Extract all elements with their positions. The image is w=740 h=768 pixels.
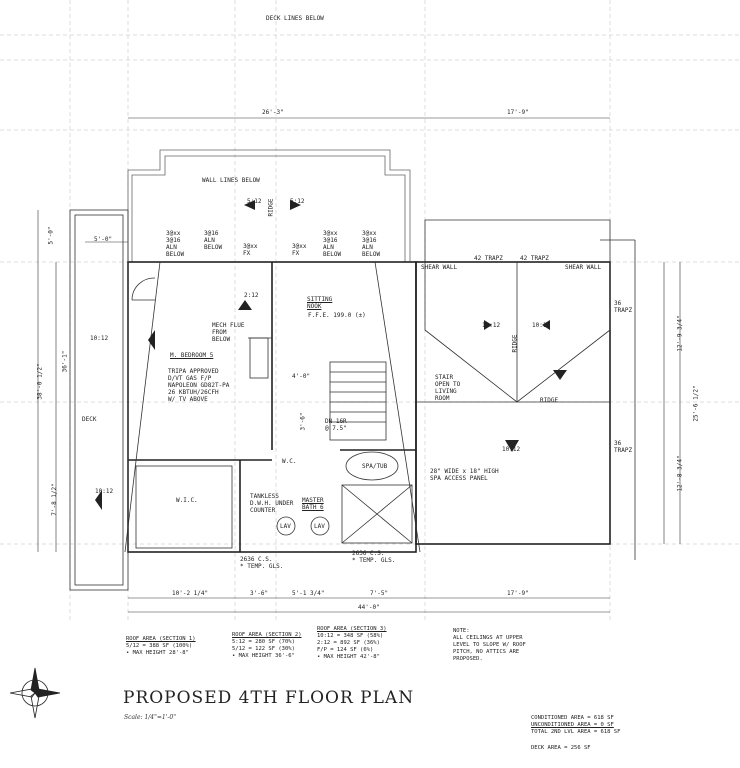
fixture-label-f: 3@xx 3@16 ALN BELOW — [362, 230, 381, 258]
ridge-label-mid: RIDGE — [511, 334, 519, 353]
wall-lines-below-label: WALL LINES BELOW — [202, 177, 260, 184]
total-area: TOTAL 2ND LVL AREA = 618 SF — [531, 729, 621, 735]
mech-flue-label: MECH FLUE FROM BELOW — [212, 322, 245, 343]
master-bedroom-label: M. BEDROOM 5 — [170, 352, 214, 359]
dim-deck-width: 5'-0" — [94, 236, 113, 243]
north-arrow-compass — [9, 667, 61, 719]
dim-right-b: 25'-6 1/2" — [692, 385, 700, 422]
note-line: LEVEL TO SLOPE W/ ROOF — [453, 642, 526, 648]
area-summary: CONDITIONED AREA = 618 SF UNCONDITIONED … — [531, 715, 620, 752]
dim-4-0: 4'-0" — [292, 373, 311, 380]
roof-area-heading: ROOF AREA (SECTION 1) — [126, 636, 196, 642]
dim-bottom-total: 44'-0" — [358, 604, 380, 611]
window-label-a: 2636 C.S. * TEMP. GLS. — [240, 556, 284, 570]
dim-left-a: 5'-0" — [47, 226, 55, 245]
slope-label-d: 10:12 — [90, 335, 109, 342]
side-trapz-label-b: 36 TRAPZ — [614, 440, 633, 454]
slope-arrows — [95, 200, 567, 510]
note-line: PROPOSED. — [453, 656, 483, 662]
drawing-scale: Scale: 1/4"=1'-0" — [124, 714, 176, 721]
interior-details — [69, 209, 636, 591]
deck-lines-below-label: DECK LINES BELOW — [266, 15, 324, 22]
roof-area-line: • MAX HEIGHT 28'-8" — [126, 650, 189, 656]
fixture-label-b: 3@16 ALN BELOW — [204, 230, 223, 251]
shear-wall-label-b: SHEAR WALL — [565, 264, 602, 271]
dim-right-c: 12'-8 3/4" — [676, 455, 684, 492]
conditioned-area: CONDITIONED AREA = 618 SF — [531, 715, 614, 721]
roof-area-section-2: ROOF AREA (SECTION 2) 5:12 = 280 SF (70%… — [232, 632, 302, 660]
roof-area-line: 5/12 = 388 SF (100%) — [126, 643, 193, 649]
lav-label-a: LAV — [280, 523, 291, 530]
shear-wall-label-a: SHEAR WALL — [421, 264, 458, 271]
stair-open-label: STAIR OPEN TO LIVING ROOM — [435, 374, 461, 402]
slope-label-e: 10:12 — [95, 488, 114, 495]
drawing-title: PROPOSED 4TH FLOOR PLAN — [123, 688, 415, 708]
note-line: ALL CEILINGS AT UPPER — [453, 635, 523, 641]
note-line: PITCH, NO ATTICS ARE — [453, 649, 520, 655]
roof-area-line: 10:12 = 348 SF (58%) — [317, 633, 384, 639]
sitting-nook-label: SITTING NOOK — [307, 296, 333, 310]
dim-left-b: 36'-1" — [61, 350, 69, 373]
roof-area-line: F/P = 124 SF (6%) — [317, 647, 374, 653]
dim-bottom-e: 17'-9" — [507, 590, 529, 597]
deck-area: DECK AREA = 256 SF — [531, 745, 591, 751]
dim-bottom-b: 3'-6" — [250, 590, 269, 597]
deck-label: DECK — [82, 416, 97, 423]
dim-top-right: 17'-9" — [507, 109, 529, 116]
slope-label-g: 10:12 — [532, 322, 551, 329]
dim-top-left: 26'-3" — [262, 109, 284, 116]
ceiling-note: NOTE: ALL CEILINGS AT UPPER LEVEL TO SLO… — [453, 628, 526, 663]
dim-bottom-a: 10'-2 1/4" — [172, 590, 209, 597]
ridge-label-right: RIDGE — [540, 397, 559, 404]
dim-right-a: 12'-9 3/4" — [676, 315, 684, 352]
roof-area-line: 5:12 = 280 SF (70%) — [232, 639, 295, 645]
slope-label-h: 10:12 — [502, 446, 521, 453]
trapz-label-b: 42 TRAPZ — [520, 255, 549, 262]
slope-label-b: 5:12 — [290, 198, 305, 205]
spa-tub-label: SPA/TUB — [362, 463, 388, 470]
window-label-b: 2636 C.S. * TEMP. GLS. — [352, 550, 396, 564]
dim-bottom-d: 7'-5" — [370, 590, 389, 597]
slope-label-c: 2:12 — [244, 292, 259, 299]
master-bath-label: MASTER BATH 6 — [302, 497, 324, 511]
fixture-label-d: 3@xx FX — [292, 243, 307, 257]
dimension-lines — [37, 117, 681, 613]
slope-label-f: 10:12 — [482, 322, 501, 329]
trapz-label-a: 42 TRAPZ — [474, 255, 503, 262]
dim-3-6: 3'-6" — [299, 412, 307, 431]
note-heading: NOTE: — [453, 628, 470, 634]
lav-label-b: LAV — [314, 523, 325, 530]
ridge-label-top: RIDGE — [267, 198, 275, 217]
dim-bottom-c: 5'-1 3/4" — [292, 590, 325, 597]
wc-label: W.C. — [282, 458, 297, 465]
fixture-label-a: 3@xx 3@16 ALN BELOW — [166, 230, 185, 258]
fixture-label-c: 3@xx FX — [243, 243, 258, 257]
slope-label-a: 5:12 — [247, 198, 262, 205]
roof-area-line: 5/12 = 122 SF (30%) — [232, 646, 295, 652]
roof-area-heading: ROOF AREA (SECTION 2) — [232, 632, 302, 638]
roof-area-section-1: ROOF AREA (SECTION 1) 5/12 = 388 SF (100… — [126, 636, 196, 657]
roof-below-outline — [127, 149, 411, 262]
unconditioned-area: UNCONDITIONED AREA = 0 SF — [531, 722, 614, 728]
fireplace-note: TRIPA APPROVED D/VT GAS F/P NAPOLEON GD8… — [168, 368, 230, 403]
fixture-label-e: 3@xx 3@16 ALN BELOW — [323, 230, 342, 258]
dim-left-c: 38'-0 1/2" — [36, 363, 44, 400]
wic-label: W.I.C. — [176, 497, 198, 504]
side-trapz-label-a: 36 TRAPZ — [614, 300, 633, 314]
roof-area-line: 2:12 = 892 SF (36%) — [317, 640, 380, 646]
roof-area-section-3: ROOF AREA (SECTION 3) 10:12 = 348 SF (58… — [317, 626, 387, 661]
dim-left-d: 7'-8 1/2" — [50, 483, 58, 516]
stair-down-label: DN 16R @ 7.5" — [325, 418, 347, 432]
walls — [127, 261, 611, 553]
roof-area-line: • MAX HEIGHT 36'-6" — [232, 653, 295, 659]
spa-access-label: 28" WIDE x 18" HIGH SPA ACCESS PANEL — [430, 468, 499, 482]
ffe-label: F.F.E. 199.0 (±) — [308, 312, 366, 319]
roof-area-heading: ROOF AREA (SECTION 3) — [317, 626, 387, 632]
roof-area-line: • MAX HEIGHT 42'-8" — [317, 654, 380, 660]
tankless-label: TANKLESS D.W.H. UNDER COUNTER — [250, 493, 294, 514]
